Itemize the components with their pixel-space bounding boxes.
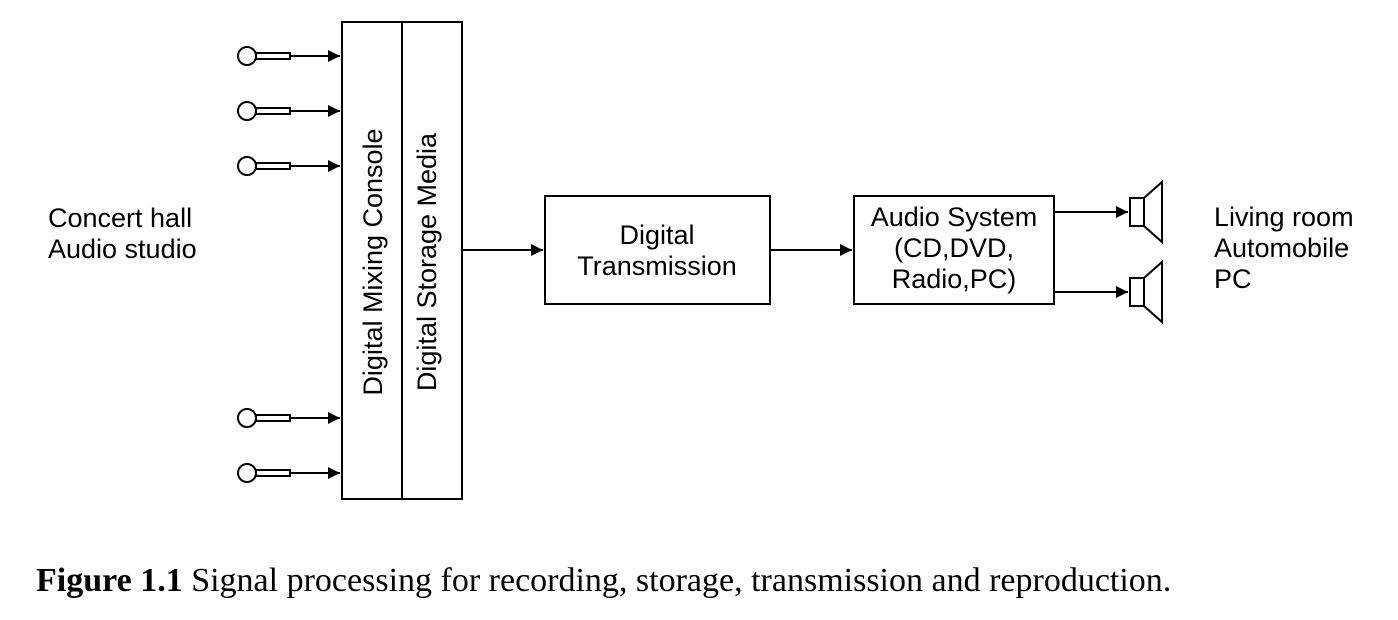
source-label-line1: Concert hall (48, 203, 192, 233)
microphone-icon (237, 101, 340, 121)
mixing-console-box (341, 21, 403, 500)
microphone-icon (237, 463, 340, 483)
microphone-icon (237, 408, 340, 428)
audio-system-label-line1: Audio System (871, 202, 1038, 232)
mixing-console-label: Digital Mixing Console (358, 128, 388, 395)
signal-chain-diagram: Concert hall Audio studio Digital Mixing… (48, 21, 1354, 500)
destination-label-line2: Automobile (1214, 233, 1349, 263)
storage-media-box (401, 21, 463, 500)
transmission-label-line1: Digital (619, 220, 694, 250)
transmission-box (544, 195, 771, 305)
storage-media-label: Digital Storage Media (412, 132, 442, 391)
destination-label-line1: Living room (1214, 202, 1354, 232)
audio-system-label-line2: (CD,DVD, (894, 233, 1014, 263)
figure-number: Figure 1.1 (36, 562, 183, 599)
microphone-icon (237, 156, 340, 176)
audio-system-label-line3: Radio,PC) (892, 264, 1017, 294)
transmission-label-line2: Transmission (577, 251, 737, 281)
speaker-icon (1054, 179, 1163, 245)
figure-caption-text: Signal processing for recording, storage… (191, 562, 1172, 599)
audio-system-box (853, 195, 1055, 305)
speaker-icon (1054, 259, 1163, 325)
microphone-icon (237, 46, 340, 66)
source-label-line2: Audio studio (48, 234, 197, 264)
figure-caption: Figure 1.1 Signal processing for recordi… (36, 562, 1171, 600)
destination-label-line3: PC (1214, 264, 1252, 294)
